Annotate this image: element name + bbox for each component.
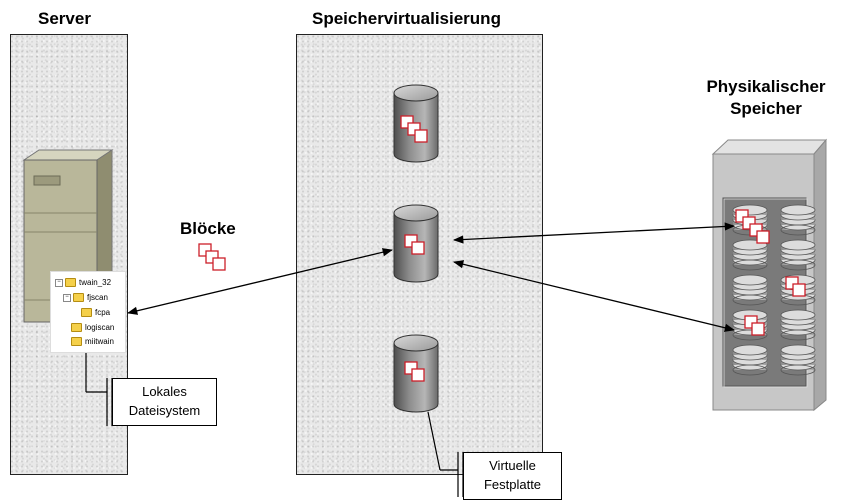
virtualization-heading: Speichervirtualisierung: [312, 9, 501, 28]
file-tree: − twain_32 − fjscan fcpa logiscan miitwa…: [51, 272, 125, 352]
local-filesystem-line2: Dateisystem: [128, 403, 201, 418]
virtual-disk-callout: Virtuelle Festplatte: [463, 452, 562, 500]
tree-item-1[interactable]: − fjscan: [63, 291, 108, 304]
blocks-icon-physical-3: [744, 315, 765, 336]
folder-icon: [71, 323, 82, 332]
physical-disk-stack-2: [732, 239, 768, 271]
local-filesystem-leader: [85, 352, 113, 426]
tree-item-4[interactable]: miitwain: [71, 335, 114, 348]
folder-icon: [81, 308, 92, 317]
tree-item-0[interactable]: − twain_32: [55, 276, 111, 289]
virtual-disk-line1: Virtuelle: [489, 458, 536, 473]
collapse-toggle-icon[interactable]: −: [55, 278, 63, 287]
local-filesystem-callout: Lokales Dateisystem: [112, 378, 217, 426]
tree-item-3[interactable]: logiscan: [71, 321, 114, 334]
tree-item-2[interactable]: fcpa: [81, 306, 110, 319]
arrow-server-to-virtual: [126, 248, 394, 315]
physical-storage-heading-line1: Physikalischer: [706, 77, 826, 96]
blocks-icon-disk-middle: [404, 234, 425, 255]
blocks-icon-physical-2: [785, 276, 806, 297]
physical-disk-stack-9: [780, 344, 816, 376]
physical-disk-stack-7: [780, 309, 816, 341]
physical-disk-stack-4: [732, 274, 768, 306]
collapse-toggle-icon[interactable]: −: [63, 293, 71, 302]
tree-item-label: fjscan: [87, 293, 108, 302]
server-heading: Server: [38, 9, 91, 28]
tree-item-label: miitwain: [85, 337, 114, 346]
local-filesystem-line1: Lokales: [142, 384, 187, 399]
physical-storage-heading-line2: Speicher: [730, 99, 802, 118]
blocks-label: Blöcke: [180, 219, 236, 238]
arrow-virtual-to-physical-top: [452, 222, 736, 244]
virtual-disk-leader: [427, 411, 464, 497]
tree-item-label: logiscan: [85, 323, 115, 332]
virtual-disk-line2: Festplatte: [483, 477, 542, 492]
arrow-virtual-to-physical-bottom: [452, 260, 736, 332]
blocks-icon-disk-top: [400, 115, 428, 143]
blocks-icon-disk-bottom: [404, 361, 425, 382]
physical-disk-stack-8: [732, 344, 768, 376]
folder-icon: [65, 278, 76, 287]
blocks-icon-legend: [198, 243, 226, 271]
folder-icon: [71, 337, 82, 346]
folder-icon: [73, 293, 84, 302]
tree-item-label: twain_32: [79, 278, 112, 287]
tree-item-label: fcpa: [95, 308, 111, 317]
blocks-icon-physical-1: [735, 209, 770, 244]
physical-disk-stack-3: [780, 239, 816, 271]
physical-disk-stack-1: [780, 204, 816, 236]
physical-storage-heading: Physikalischer Speicher: [696, 76, 836, 120]
